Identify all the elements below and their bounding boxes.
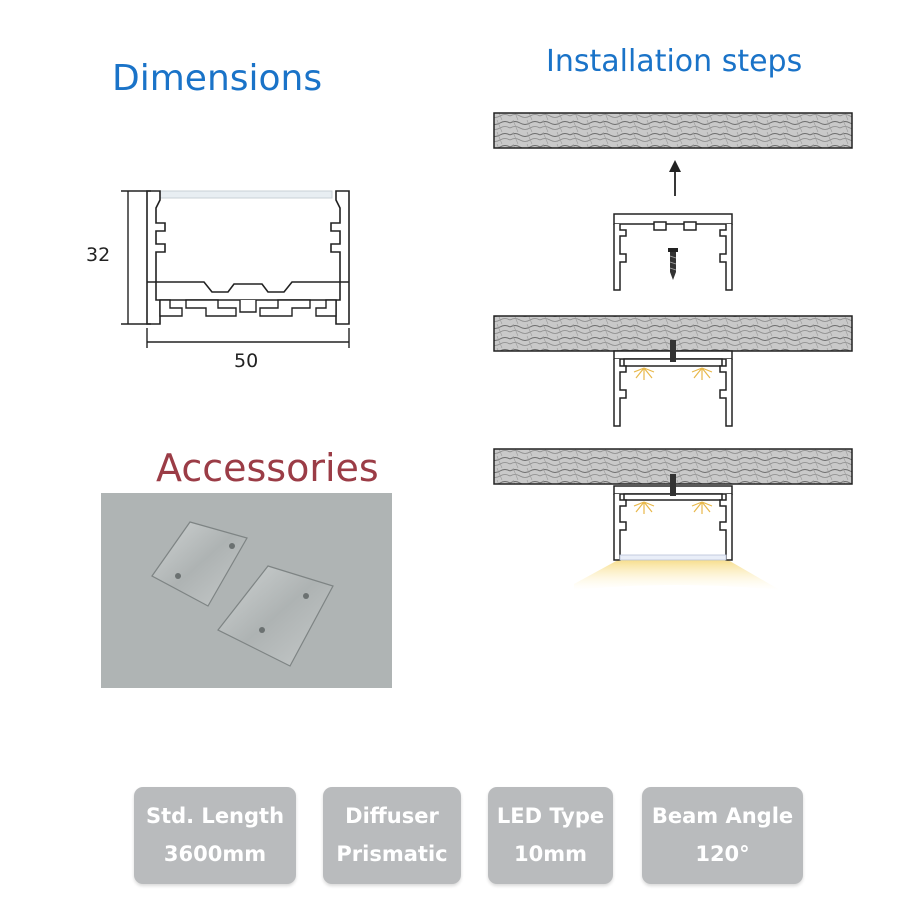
spec-value: 3600mm xyxy=(163,842,267,866)
spec-value: Prismatic xyxy=(336,842,448,866)
profile-step-2 xyxy=(613,350,733,427)
accessories-title: Accessories xyxy=(156,446,379,490)
height-dimension-label: 32 xyxy=(86,244,111,266)
profile-cross-section xyxy=(146,190,350,325)
spec-badge-diffuser: Diffuser Prismatic xyxy=(323,787,461,884)
dimensions-title: Dimensions xyxy=(112,58,323,99)
screw-icon xyxy=(668,248,678,280)
width-dimension-label: 50 xyxy=(234,350,259,372)
end-cap-plate-1 xyxy=(151,521,248,607)
spec-label: LED Type xyxy=(496,804,605,828)
spec-value: 10mm xyxy=(514,842,587,866)
spec-badge-std-length: Std. Length 3600mm xyxy=(134,787,296,884)
spec-label: Beam Angle xyxy=(651,804,794,828)
spec-value: 120° xyxy=(695,842,750,866)
end-cap-plate-2 xyxy=(217,565,334,667)
up-arrow-icon xyxy=(669,160,681,196)
screw-installed-icon xyxy=(670,340,676,362)
spec-badge-led-type: LED Type 10mm xyxy=(488,787,613,884)
led-glow-icon xyxy=(633,367,713,380)
spec-label: Diffuser xyxy=(345,804,439,828)
spec-label: Std. Length xyxy=(145,804,285,828)
spec-badge-beam-angle: Beam Angle 120° xyxy=(642,787,803,884)
accessories-photo xyxy=(101,493,392,688)
profile-step-3 xyxy=(613,485,733,561)
profile-step-1 xyxy=(613,213,733,291)
installation-steps-title: Installation steps xyxy=(546,44,803,79)
diffuser xyxy=(619,554,727,561)
dimension-lines xyxy=(121,190,350,348)
screw-installed-icon-2 xyxy=(670,474,676,496)
ceiling-slab-1 xyxy=(493,112,853,149)
led-glow-icon-2 xyxy=(633,501,713,514)
light-beam xyxy=(574,560,780,590)
